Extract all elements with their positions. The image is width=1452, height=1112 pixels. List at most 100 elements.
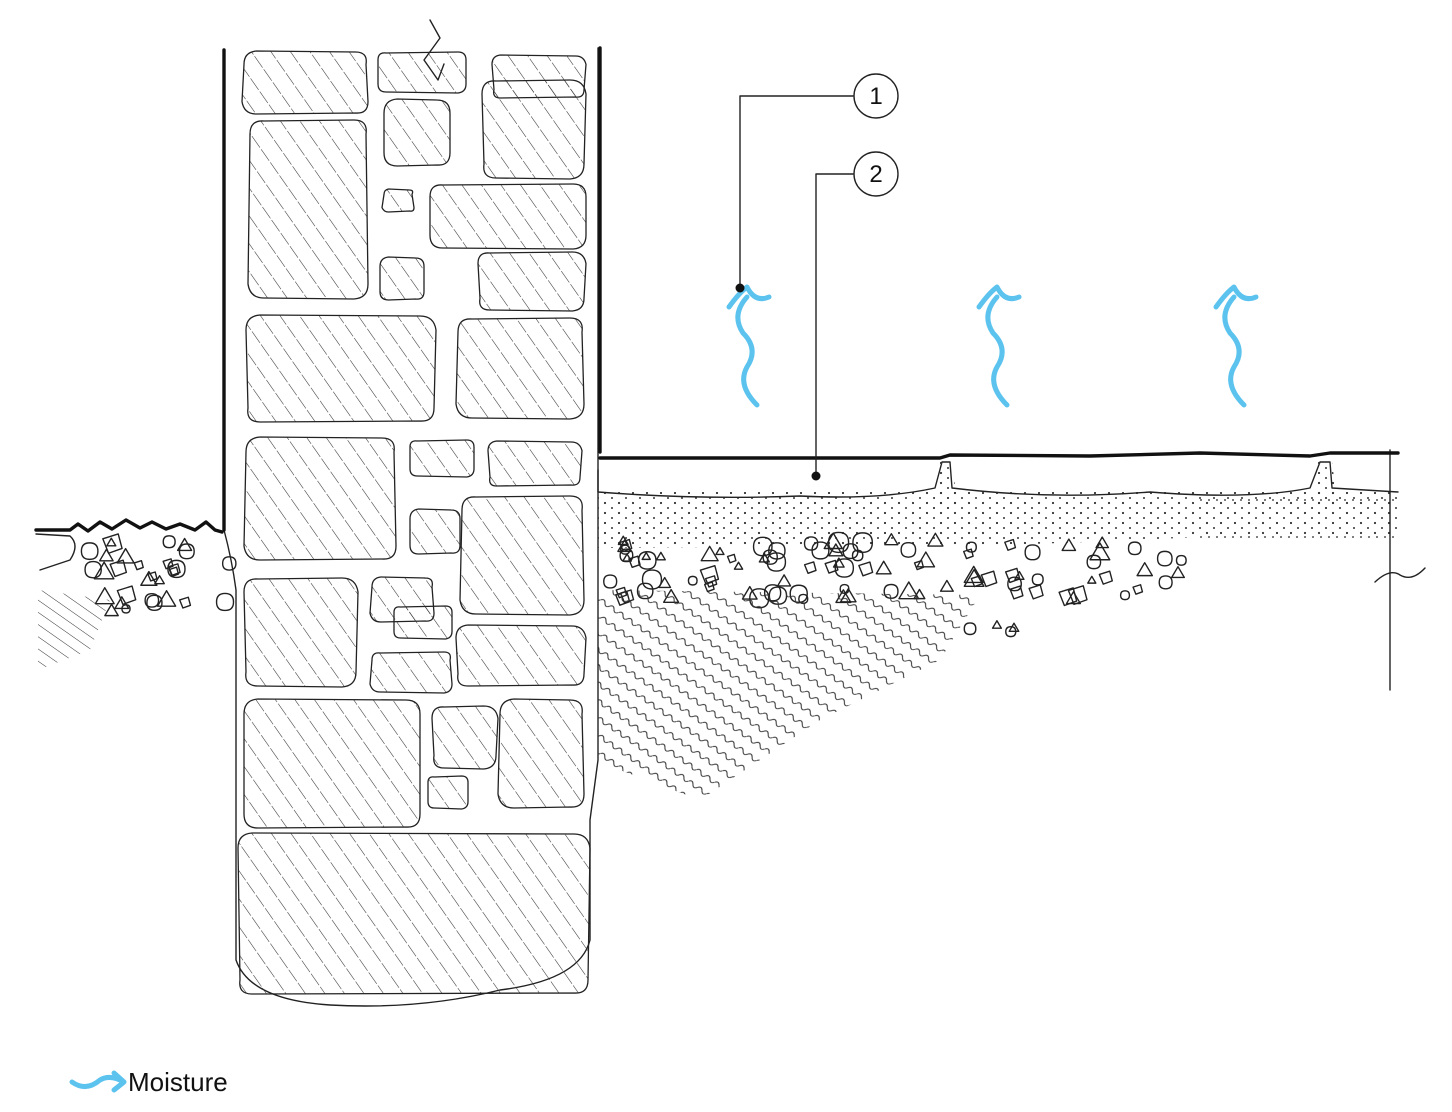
gravel-pebble <box>875 560 892 575</box>
gravel-pebble <box>766 552 787 572</box>
wall-stone <box>409 439 475 478</box>
gravel-pebble <box>603 574 618 589</box>
gravel-pebble <box>121 604 131 614</box>
wall-stone <box>241 50 369 115</box>
wall-stone <box>497 698 585 809</box>
gravel-pebble <box>109 559 128 578</box>
gravel-pebble <box>641 569 663 590</box>
gravel-pebble <box>913 559 925 571</box>
moisture-arrow-icon <box>69 1070 127 1093</box>
gravel-pebble <box>715 546 725 556</box>
gravel-pebble <box>963 568 985 587</box>
gravel-pebble <box>852 532 874 553</box>
callout-2-label: 2 <box>869 161 882 188</box>
gravel-pebble <box>1156 550 1173 567</box>
gravel-left <box>80 533 237 617</box>
wall-stone <box>477 251 587 312</box>
gravel-pebble <box>916 551 936 568</box>
gravel-pebble <box>776 574 792 587</box>
gravel-pebble <box>1170 565 1186 579</box>
gravel-pebble <box>733 561 744 570</box>
wall-stone <box>455 624 587 687</box>
gravel-pebble <box>900 542 917 558</box>
gravel-pebble <box>178 543 195 560</box>
gravel-pebble <box>824 559 839 574</box>
gravel-pebble <box>963 622 977 636</box>
gravel-pebble <box>80 542 99 561</box>
gravel-pebble <box>828 543 844 557</box>
gravel-pebble <box>116 585 137 606</box>
gravel-pebble <box>1067 585 1088 606</box>
wall-stone <box>377 51 467 94</box>
gravel-pebble <box>962 548 974 560</box>
gravel-pebble <box>963 565 984 584</box>
gravel-pebble <box>162 558 174 570</box>
slab-top-surface <box>598 451 1400 460</box>
gravel-pebble <box>178 596 192 609</box>
wall-stone <box>481 79 587 180</box>
gravel-pebble <box>803 561 817 574</box>
callout-1-label: 1 <box>869 83 882 110</box>
gravel-pebble <box>133 560 144 571</box>
callout-1: 1 <box>735 73 899 293</box>
gravel-pebble <box>823 532 843 550</box>
wall-stone <box>379 256 425 301</box>
gravel-pebble <box>1132 584 1144 595</box>
wall-stone <box>383 98 451 167</box>
gravel-pebble <box>1009 585 1024 600</box>
gravel-pebble <box>619 538 633 553</box>
gravel-pebble <box>700 545 719 562</box>
wall-stone <box>243 577 359 688</box>
wall-stone <box>455 317 585 420</box>
gravel-pebble <box>1087 575 1097 584</box>
moisture-arrows <box>726 284 1259 408</box>
wall-stone <box>429 183 587 250</box>
gravel-pebble <box>1031 573 1044 586</box>
gravel-pebble <box>1058 587 1078 607</box>
gravel-pebble <box>851 549 864 562</box>
gravel-pebble <box>752 536 773 557</box>
gravel-pebble <box>144 592 160 608</box>
legend-label: Moisture <box>128 1067 228 1097</box>
moisture-arrow <box>976 284 1022 408</box>
wall-stone <box>237 832 591 995</box>
gravel-pebble <box>811 541 830 560</box>
gravel-pebble <box>762 549 778 565</box>
callout-2: 2 <box>811 151 899 481</box>
gravel-pebble <box>1061 538 1077 552</box>
gravel-pebble <box>104 603 119 617</box>
gravel-pebble <box>980 570 998 588</box>
gravel-pebble <box>858 561 874 577</box>
floor-slab <box>597 451 1400 510</box>
gravel-pebble <box>168 566 180 577</box>
gravel-pebble <box>622 553 632 562</box>
gravel-pebble <box>1136 561 1154 577</box>
gravel-pebble <box>147 571 158 582</box>
gravel-pebble <box>1024 544 1041 561</box>
soil-layers <box>34 449 1426 800</box>
gravel-pebble <box>839 583 850 594</box>
legend: Moisture <box>69 1067 228 1097</box>
gravel-pebble <box>1095 536 1110 549</box>
gravel-pebble <box>704 575 718 588</box>
gravel-pebble <box>1119 590 1131 601</box>
gravel-pebble <box>803 536 819 551</box>
gravel-pebble <box>927 532 944 547</box>
gravel-pebble <box>156 590 177 607</box>
wall-stone <box>393 605 453 640</box>
gravel-pebble <box>1158 575 1173 590</box>
gravel-pebble <box>162 535 176 549</box>
gravel-pebble <box>84 560 102 579</box>
gravel-pebble <box>106 537 117 547</box>
gravel-pebble <box>1008 622 1020 633</box>
gravel-pebble <box>1086 554 1102 570</box>
gravel-pebble <box>637 551 657 570</box>
wall-stone <box>243 436 397 561</box>
gravel-pebble <box>1007 576 1022 592</box>
gravel-pebble <box>102 533 123 554</box>
gravel-pebble <box>655 551 666 561</box>
wall-stone <box>427 775 469 810</box>
gravel-pebble <box>699 564 720 585</box>
gravel-pebble <box>1004 538 1017 551</box>
gravel-pebble <box>628 555 641 569</box>
